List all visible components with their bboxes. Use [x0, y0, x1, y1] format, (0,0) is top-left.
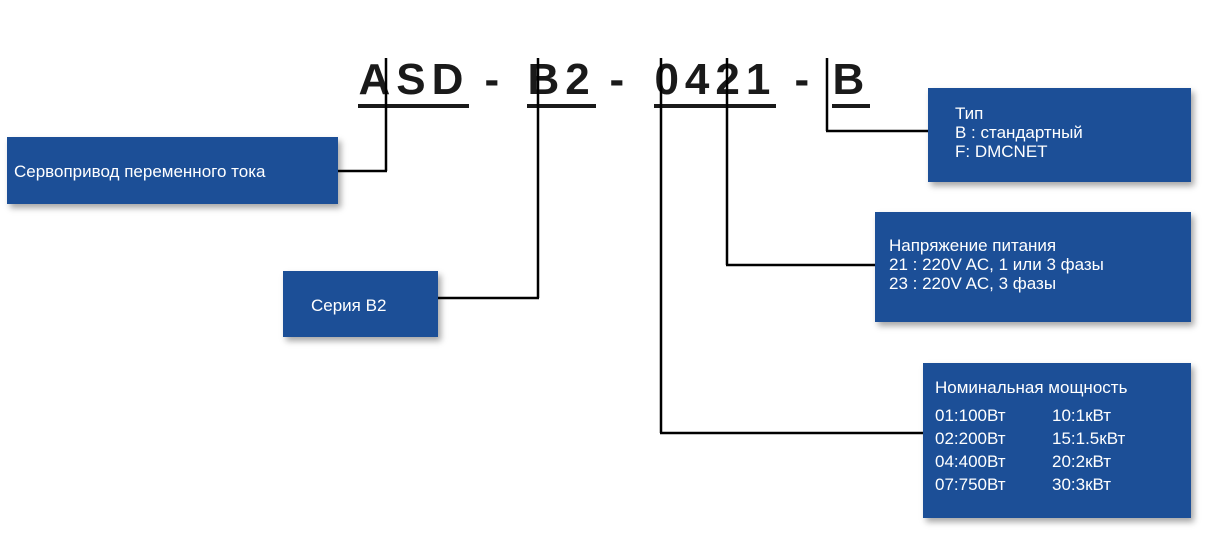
type-option-f: F: DMCNET [955, 142, 1048, 161]
power-code: 01:100Вт [935, 406, 1006, 425]
power-code: 15:1.5кВт [1052, 429, 1126, 448]
code-separator: - [585, 8, 624, 104]
power-code: 20:2кВт [1052, 452, 1112, 471]
code-segment-power-voltage: 0421 [654, 55, 777, 108]
box-power: Номинальная мощность 01:100Вт 10:1кВт 02… [923, 363, 1191, 518]
code-separator: - [770, 8, 809, 104]
box-series: Серия В2 [283, 271, 438, 337]
code-segment-series: ASD [358, 55, 470, 108]
code-segment-type: B [832, 55, 871, 108]
model-code-type: B [808, 8, 871, 108]
voltage-title: Напряжение питания [889, 236, 1057, 255]
voltage-option-23: 23 : 220V AC, 3 фазы [889, 274, 1057, 293]
power-row: 04:400Вт 20:2кВт [935, 452, 1191, 471]
type-title: Тип [955, 104, 984, 123]
box-type: Тип B : стандартный F: DMCNET [928, 88, 1191, 182]
code-separator: - [460, 8, 499, 104]
code-separator-text: - [484, 55, 500, 104]
type-option-b: B : стандартный [955, 123, 1083, 142]
series-label: Серия В2 [311, 296, 387, 315]
power-row: 01:100Вт 10:1кВт [935, 406, 1191, 425]
power-title: Номинальная мощность [935, 378, 1128, 397]
ac-servo-label: Сервопривод переменного тока [14, 162, 266, 181]
power-row: 07:750Вт 30:3кВт [935, 475, 1191, 494]
box-voltage: Напряжение питания 21 : 220V AC, 1 или 3… [875, 212, 1191, 322]
power-code: 02:200Вт [935, 429, 1006, 448]
power-code: 30:3кВт [1052, 475, 1112, 494]
code-separator-text: - [794, 55, 810, 104]
code-separator-text: - [609, 55, 625, 104]
model-code-0421: 0421 [630, 8, 777, 108]
power-row: 02:200Вт 15:1.5кВт [935, 429, 1191, 448]
model-code-asd: ASD [334, 8, 470, 108]
voltage-option-21: 21 : 220V AC, 1 или 3 фазы [889, 255, 1104, 274]
power-code: 07:750Вт [935, 475, 1006, 494]
power-code: 04:400Вт [935, 452, 1006, 471]
box-ac-servo: Сервопривод переменного тока [7, 137, 338, 204]
power-code: 10:1кВт [1052, 406, 1112, 425]
